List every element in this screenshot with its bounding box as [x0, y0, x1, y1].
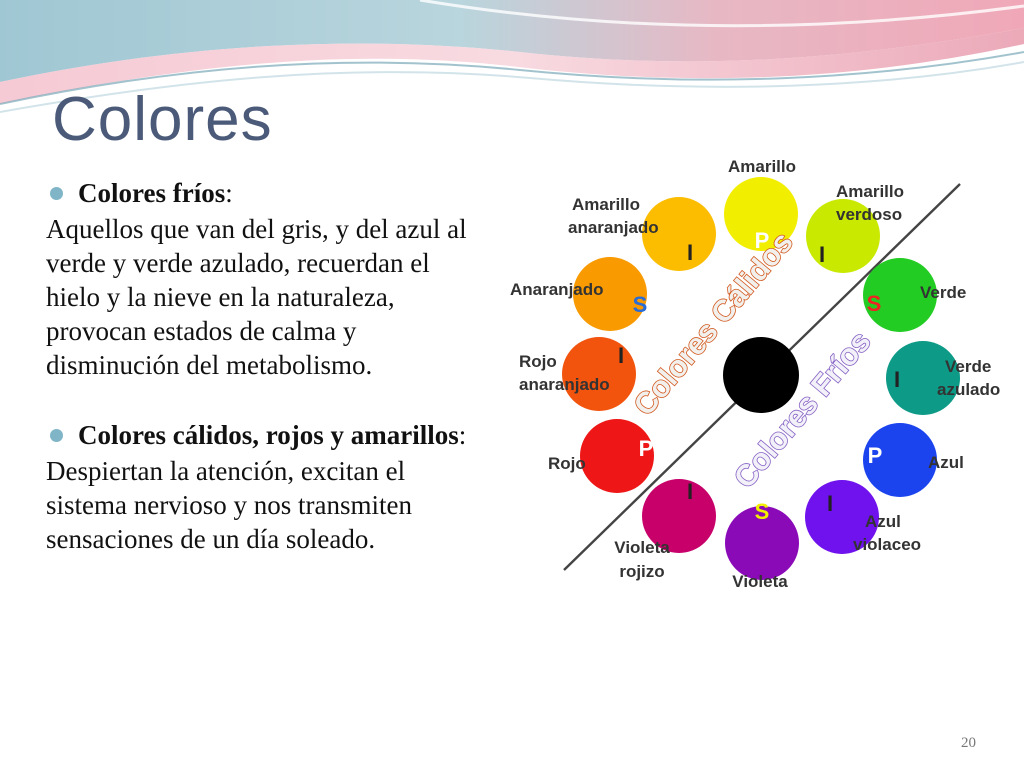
slide-title: Colores [52, 85, 273, 154]
bullet-warm: Colores cálidos, rojos y amarillos: [46, 418, 476, 452]
swatch-mark-label: I [687, 240, 693, 265]
swatch-name-label: violaceo [853, 535, 921, 554]
bullet-cold: Colores fríos: [46, 176, 476, 210]
color-swatch [562, 337, 636, 411]
swatch-mark-label: I [687, 479, 693, 504]
swatch-mark-label: P [639, 436, 654, 461]
color-swatch [805, 480, 879, 554]
bullet-warm-suffix: : [458, 420, 467, 450]
swatch-name-label: Violeta [732, 572, 788, 591]
header-waves-decoration [0, 0, 1024, 113]
swatch-mark-label: I [894, 367, 900, 392]
color-swatch [573, 257, 647, 331]
swatch-mark-label: I [827, 491, 833, 516]
bullet-cold-heading: Colores fríos [78, 178, 226, 208]
swatch-name-label: Amarillo [728, 157, 796, 176]
swatch-name-label: Violeta [614, 538, 670, 557]
swatch-name-label: Rojo [519, 352, 557, 371]
swatch-name-label: Verde [920, 283, 966, 302]
color-swatch [863, 423, 937, 497]
swatch-name-label: Amarillo [836, 182, 904, 201]
swatch-mark-label: P [868, 443, 883, 468]
swatch-name-label: verdoso [836, 205, 902, 224]
swatch-name-label: rojizo [619, 562, 664, 581]
color-swatch [725, 506, 799, 580]
bullet-dot-icon [50, 187, 63, 200]
swatch-mark-label: S [867, 291, 882, 316]
center-black-circle [723, 337, 799, 413]
swatch-name-label: anaranjado [568, 218, 659, 237]
color-swatch [806, 199, 880, 273]
color-wheel-diagram: PISIPISIPISIAmarilloAmarilloverdosoVerde… [510, 157, 1000, 591]
swatch-mark-label: S [755, 499, 770, 524]
swatch-name-label: Anaranjado [510, 280, 604, 299]
swatch-name-label: Azul [865, 512, 901, 531]
color-swatch [724, 177, 798, 251]
swatch-mark-label: P [755, 228, 770, 253]
swatch-name-label: Amarillo [572, 195, 640, 214]
swatch-name-label: Rojo [548, 454, 586, 473]
swatch-mark-label: S [633, 292, 648, 317]
swatch-mark-label: I [819, 242, 825, 267]
bullet-cold-suffix: : [225, 178, 233, 208]
color-swatch [886, 341, 960, 415]
swatch-name-label: anaranjado [519, 375, 610, 394]
color-swatch [642, 479, 716, 553]
bullet-dot-icon [50, 429, 63, 442]
swatch-name-label: Azul [928, 453, 964, 472]
warm-description: Despiertan la atención, excitan el siste… [46, 456, 412, 554]
color-swatch [580, 419, 654, 493]
swatch-mark-label: I [618, 343, 624, 368]
color-swatch [642, 197, 716, 271]
bullet-warm-heading: Colores cálidos, rojos y amarillos [78, 420, 459, 450]
color-swatch [863, 258, 937, 332]
swatch-name-label: Verde [945, 357, 991, 376]
page-number: 20 [961, 735, 976, 751]
swatch-name-label: azulado [937, 380, 1000, 399]
cold-description: Aquellos que van del gris, y del azul al… [46, 214, 467, 380]
slide-content: Colores fríos: Aquellos que van del gris… [46, 176, 476, 556]
